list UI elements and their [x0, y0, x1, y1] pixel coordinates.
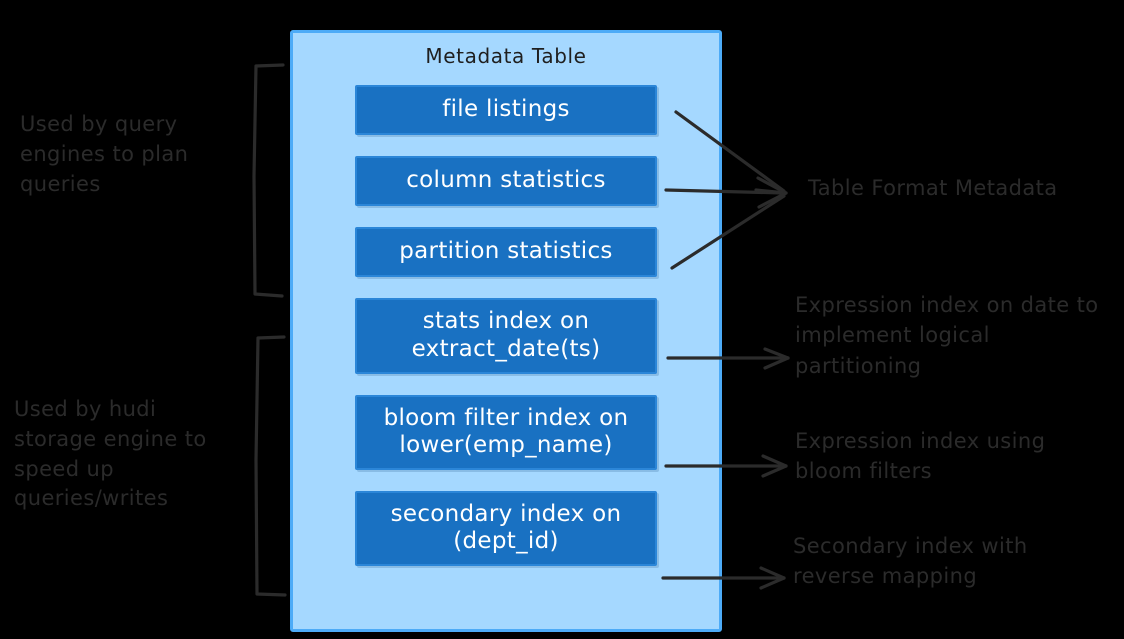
row-label-line-1: secondary index on [390, 500, 622, 527]
metadata-row-column-statistics[interactable]: column statistics [355, 156, 657, 207]
metadata-row-file-listings[interactable]: file listings [355, 85, 657, 136]
row-label-line-2: lower(emp_name) [399, 431, 613, 458]
metadata-row-stats-index[interactable]: stats index on extract_date(ts) [355, 298, 657, 374]
metadata-row-partition-statistics[interactable]: partition statistics [355, 227, 657, 278]
arrowhead-table-format-metadata [754, 176, 788, 209]
metadata-row-bloom-filter-index[interactable]: bloom filter index on lower(emp_name) [355, 394, 657, 470]
row-label-line-1: partition statistics [399, 238, 613, 265]
bracket-top [252, 63, 285, 298]
arrowhead-secondary-index-upper [759, 566, 786, 580]
metadata-table-card: Metadata Table file listings column stat… [290, 30, 722, 632]
arrowhead-stats-index-upper [763, 347, 790, 360]
row-label-line-1: stats index on [422, 308, 590, 335]
bracket-bottom [254, 335, 287, 597]
row-label-line-2: extract_date(ts) [411, 335, 601, 362]
right-note-expression-index-bloom: Expression index using bloom filters [795, 429, 1046, 484]
row-label-line-1: column statistics [406, 167, 606, 194]
page-title: Metadata Table [425, 44, 587, 68]
row-label-line-1: file listings [442, 96, 570, 122]
metadata-row-list: file listings column statistics partitio… [293, 85, 719, 587]
arrowhead-bloom-index-upper [761, 454, 788, 468]
row-label-line-2: (dept_id) [453, 528, 559, 554]
left-note-hudi-storage: Used by hudi storage engine to speed up … [14, 397, 207, 511]
row-label-line-1: bloom filter index on [383, 404, 629, 431]
right-note-secondary-index-reverse: Secondary index with reverse mapping [793, 534, 1028, 589]
left-note-query-engines: Used by query engines to plan queries [20, 112, 189, 196]
right-note-expression-index-date: Expression index on date to implement lo… [795, 293, 1099, 378]
metadata-row-secondary-index[interactable]: secondary index on (dept_id) [355, 490, 657, 567]
arrowhead-stats-index-lower [763, 356, 790, 370]
right-note-table-format-metadata: Table Format Metadata [808, 176, 1058, 200]
arrowhead-bloom-index-lower [761, 464, 788, 478]
arrowhead-secondary-index-lower [759, 576, 786, 590]
